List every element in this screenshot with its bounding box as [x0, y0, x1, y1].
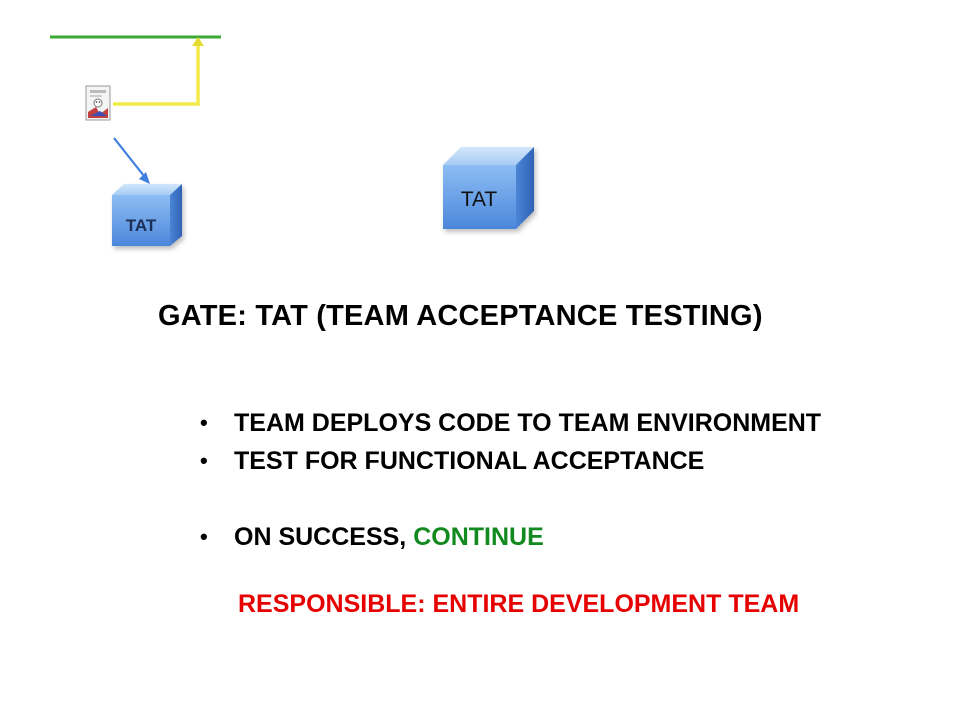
bullet-success: • ON SUCCESS, CONTINUE [196, 518, 821, 556]
pipeline-diagram: TAT TAT [50, 35, 534, 246]
blue-arrowhead [139, 172, 150, 184]
bullet-dot-icon: • [200, 448, 208, 473]
large-cube-label: TAT [461, 188, 498, 211]
code-document-icon [85, 85, 111, 121]
large-tat-cube [443, 147, 534, 229]
responsible-line: RESPONSIBLE: ENTIRE DEVELOPMENT TEAM [238, 590, 800, 618]
small-cube-label: TAT [126, 216, 157, 235]
bullet-text: ON SUCCESS, [234, 523, 414, 551]
bullet-test: • TEST FOR FUNCTIONAL ACCEPTANCE [196, 442, 821, 480]
bullet-text: TEST FOR FUNCTIONAL ACCEPTANCE [234, 447, 705, 475]
bullet-deploy: • TEAM DEPLOYS CODE TO TEAM ENVIRONMENT [196, 404, 821, 442]
slide-heading: GATE: TAT (TEAM ACCEPTANCE TESTING) [158, 300, 763, 332]
yellow-path-arrow [113, 45, 200, 106]
continue-highlight: CONTINUE [413, 523, 544, 551]
yellow-arrowhead [192, 37, 204, 46]
bullet-list: • TEAM DEPLOYS CODE TO TEAM ENVIRONMENT … [196, 404, 821, 556]
blue-deploy-arrow [113, 137, 145, 177]
bullet-text: TEAM DEPLOYS CODE TO TEAM ENVIRONMENT [234, 409, 822, 437]
small-tat-cube [112, 184, 182, 246]
bullet-dot-icon: • [200, 524, 208, 549]
bullet-dot-icon: • [200, 410, 208, 435]
